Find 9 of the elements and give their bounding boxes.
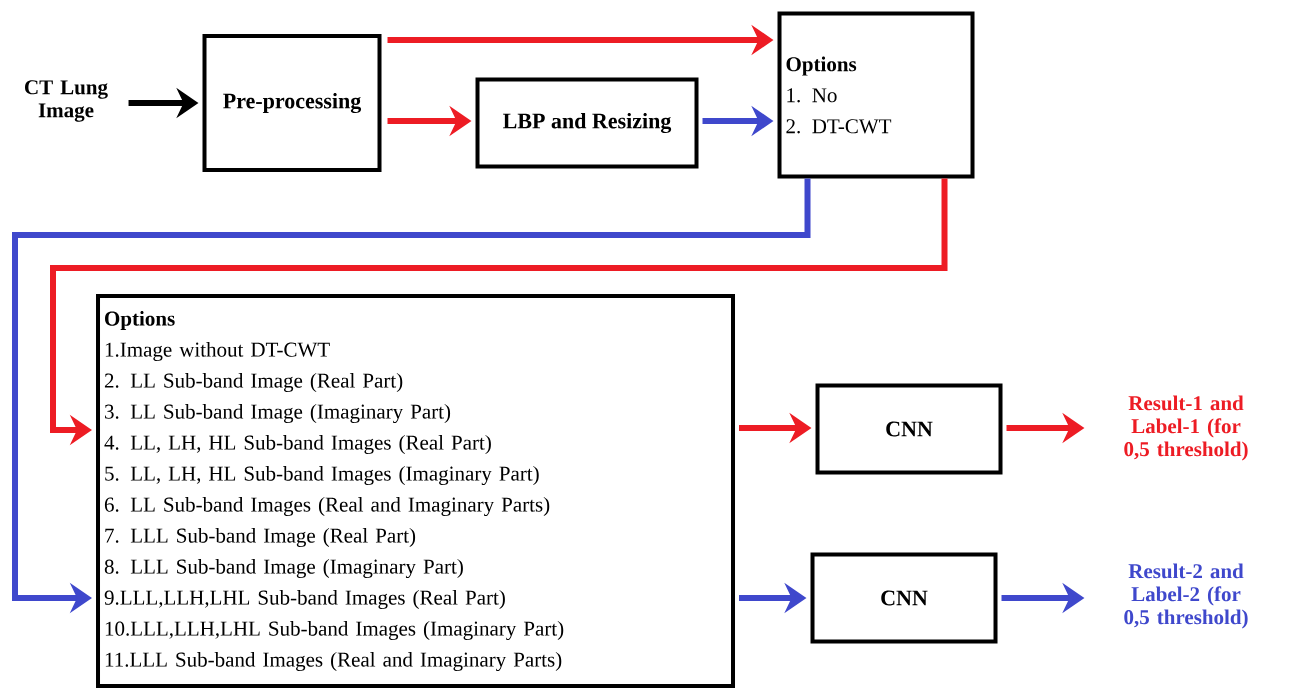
cnn-box: CNN [815,383,1003,475]
options-box: Options 1.Image without DT-CWT 2. LL Sub-band Image (Real Part) 3. LL Sub-band Image (Imaginary Part) 4. LL, LH, HL Sub-band Images (Real Part) 5. LL, LH, HL Sub-band Images (Imaginary Part) 6. LL Sub-band Images (Real and Imaginary Parts) 7. LLL Sub-band Image (Real Part) 8. LLL Sub-band Image (Imaginary Part) 9.LLL,LLH,LHL Sub-band Images (Real Part) 10.LLL,LLH,LHL Sub-band Images (Imaginary Part) 11.LLL Sub-band Images (Real and Imaginary Parts) [96,294,735,688]
process-box: LBP and Resizing [475,77,699,169]
cnn-box: CNN [810,552,998,644]
process-box: Pre-processing [202,34,382,172]
input-label: CT Lung Image [25,80,108,122]
options-box: Options 1. No 2. DT-CWT [777,11,975,179]
result-label: Result-2 and Label-2 (for 0,5 threshold) [1124,563,1248,629]
result-label: Result-1 and Label-1 (for 0,5 threshold) [1124,395,1248,461]
